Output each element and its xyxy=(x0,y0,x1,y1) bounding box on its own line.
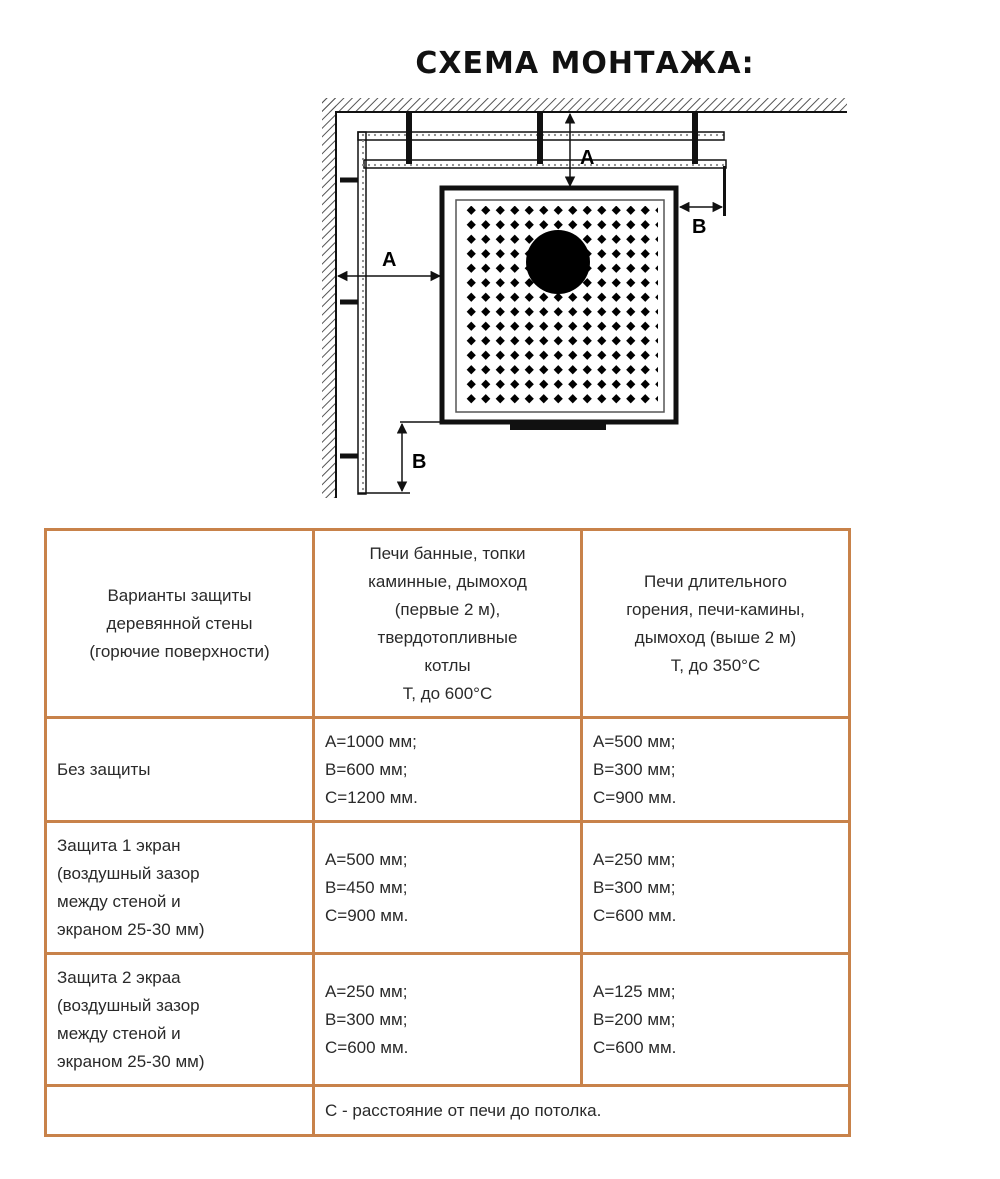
label-b-bottom: В xyxy=(412,451,426,473)
label-a-left: А xyxy=(382,249,396,271)
label-a-top: А xyxy=(580,147,594,169)
header-protection-options: Варианты защиты деревянной стены (горючи… xyxy=(44,528,315,719)
wall-screen xyxy=(340,131,410,495)
row-values-col3: А=250 мм; В=300 мм; С=600 мм. xyxy=(580,820,851,955)
table-footer-row: С - расстояние от печи до потолка. xyxy=(44,1084,851,1137)
row-values-col2: А=250 мм; В=300 мм; С=600 мм. xyxy=(312,952,583,1087)
chimney-opening xyxy=(526,230,590,294)
row-label: Защита 2 экраа (воздушный зазор между ст… xyxy=(44,952,315,1087)
stove xyxy=(439,185,679,430)
footer-empty-cell xyxy=(44,1084,315,1137)
row-values-col2: А=500 мм; В=450 мм; С=900 мм. xyxy=(312,820,583,955)
clearance-table: Варианты защиты деревянной стены (горючи… xyxy=(44,528,851,1137)
dimension-a-left: А xyxy=(336,249,442,282)
wall xyxy=(322,98,337,498)
footer-note: С - расстояние от печи до потолка. xyxy=(312,1084,851,1137)
table-row: Защита 1 экран (воздушный зазор между ст… xyxy=(44,820,851,955)
label-b-right: В xyxy=(692,216,706,238)
row-label: Защита 1 экран (воздушный зазор между ст… xyxy=(44,820,315,955)
dimension-b-right: В xyxy=(678,201,724,238)
dimension-b-bottom: В xyxy=(396,421,440,493)
dimension-a-top: А xyxy=(564,112,594,188)
ceiling xyxy=(322,98,847,113)
header-long-burning-stoves: Печи длительного горения, печи-камины, д… xyxy=(580,528,851,719)
table-row: Защита 2 экраа (воздушный зазор между ст… xyxy=(44,952,851,1087)
table-row: Без защиты А=1000 мм; В=600 мм; С=1200 м… xyxy=(44,716,851,823)
header-sauna-stoves: Печи банные, топки каминные, дымоход (пе… xyxy=(312,528,583,719)
row-values-col3: А=500 мм; В=300 мм; С=900 мм. xyxy=(580,716,851,823)
diagram-title: СХЕМА МОНТАЖА: xyxy=(415,46,755,81)
row-values-col3: А=125 мм; В=200 мм; С=600 мм. xyxy=(580,952,851,1087)
table-header-row: Варианты защиты деревянной стены (горючи… xyxy=(44,528,851,719)
installation-diagram: А А В В xyxy=(322,98,847,498)
row-label: Без защиты xyxy=(44,716,315,823)
row-values-col2: А=1000 мм; В=600 мм; С=1200 мм. xyxy=(312,716,583,823)
